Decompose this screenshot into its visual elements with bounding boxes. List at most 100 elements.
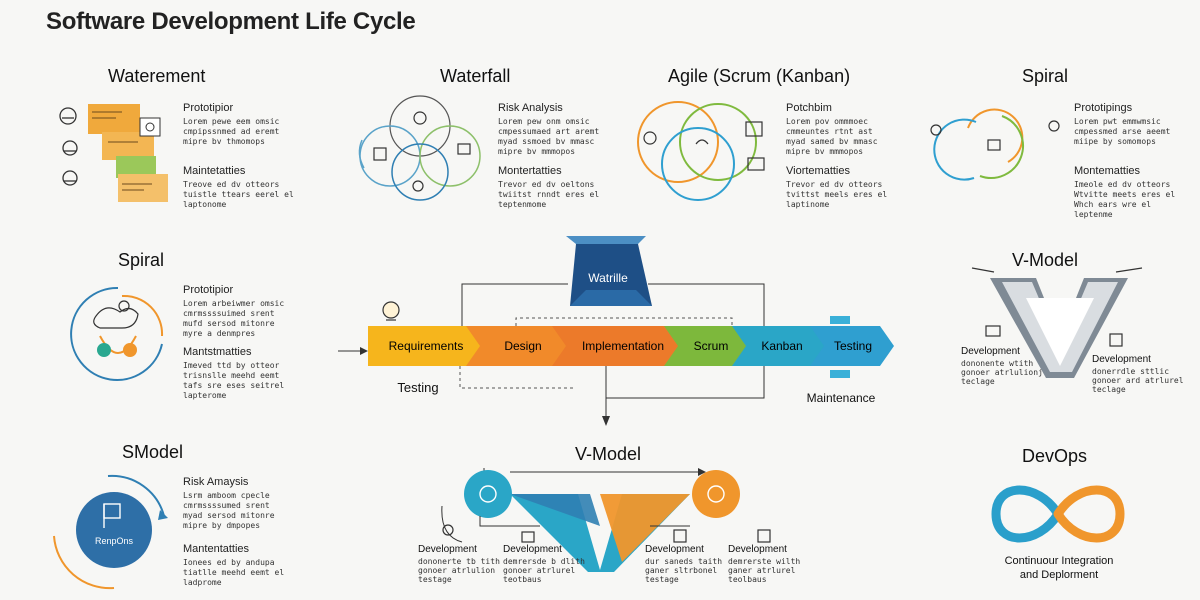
spiral-top-diagram (930, 108, 1060, 181)
user-icon (1048, 120, 1060, 132)
agile-cycle-diagram (637, 101, 765, 201)
waterement-illustration (59, 104, 168, 202)
spiral-top-block2-label: Montematties (1074, 165, 1141, 177)
magnifier-card-icon (139, 117, 161, 137)
chat-icon (985, 325, 1001, 337)
vmodel-left-circle (464, 470, 512, 518)
devops-caption: Continuour Integration and Deplorment (1004, 555, 1114, 581)
testing-flag-top (830, 316, 850, 324)
waterement-heading: Waterement (108, 66, 206, 86)
team-icon (412, 180, 424, 192)
vmodel-bottom-item-label: Development (645, 544, 704, 555)
vmodel-right-right-label: Development (1092, 354, 1151, 365)
stage-chevrons: Requirements Design Implementation Scrum Kan… (368, 326, 894, 366)
stage-chevron-scrum (664, 326, 756, 366)
gear-icon (479, 485, 497, 503)
flag-icon (103, 503, 121, 528)
spiral-mid-diagram (70, 286, 164, 381)
agile-block2-label: Viortematties (786, 165, 850, 177)
stage-label-design: Design (504, 339, 541, 353)
waterement-block1-label: Prototipior (183, 102, 234, 114)
waterement-block-1 (88, 104, 140, 134)
vmodel-bottom-heading: V-Model (575, 444, 642, 464)
vmodel-right-circle (692, 470, 740, 518)
cloud-icon (695, 139, 709, 145)
cloud-icon-2 (62, 140, 78, 156)
spiral-top-heading: Spiral (1022, 66, 1069, 86)
smodel-heading: SModel (122, 442, 184, 462)
vmodel-bottom-item-label: Development (418, 544, 477, 555)
smodel-circle (76, 492, 152, 568)
person-icon (643, 131, 657, 145)
sun-gear-icon (707, 485, 725, 503)
vmodel-right-heading: V-Model (1012, 250, 1079, 270)
cloud-gear-icon (93, 307, 139, 329)
stage-label-scrum: Scrum (694, 339, 729, 353)
stage-chevron-kanban (732, 326, 830, 366)
waterfall-block1-label: Risk Analysis (498, 102, 563, 114)
server-icon (757, 529, 771, 543)
below-left-label: Testing (397, 380, 438, 395)
stage-label-requirements: Requirements (389, 339, 464, 353)
board-icon (745, 121, 763, 137)
stage-label-testing: Testing (834, 339, 872, 353)
person-icon (373, 147, 387, 161)
agile-block1-label: Potchbim (786, 102, 832, 114)
person-icon (930, 124, 942, 136)
vmodel-bottom-diagram (441, 468, 771, 572)
waterement-block2-label: Maintetatties (183, 165, 246, 177)
phone-icon (673, 529, 687, 543)
stage-chevron-requirements (368, 326, 490, 366)
waterement-block-4 (118, 174, 168, 202)
waterfall-venn-diagram (358, 95, 481, 201)
smodel-badge-text: RenpOns (95, 536, 134, 546)
card-icon (747, 157, 765, 171)
monitor-icon (457, 143, 471, 155)
lightbulb-icon (382, 301, 400, 321)
stage-label-implementation: Implementation (582, 339, 664, 353)
waterement-block-2 (102, 132, 154, 160)
funnel-label: Watrille (588, 271, 628, 285)
below-right-label: Maintenance (807, 391, 876, 405)
testing-flag-bottom (830, 370, 850, 378)
pc-icon (521, 531, 535, 543)
waterement-block-3 (116, 156, 156, 178)
vmodel-right-diagram (971, 267, 1143, 378)
gear-icon (413, 111, 427, 125)
smodel-diagram: RenpOns (53, 474, 168, 590)
device-icon (1109, 333, 1123, 347)
stage-chevron-design (466, 326, 578, 366)
devops-heading: DevOps (1022, 446, 1088, 466)
funnel-cap (566, 236, 646, 244)
vmodel-bottom-item-label: Development (728, 544, 787, 555)
waterfall-block2-label: Montertatties (498, 165, 562, 177)
waterfall-heading: Waterfall (440, 66, 511, 86)
stage-chevron-implementation (552, 326, 692, 366)
spiral-mid-heading: Spiral (118, 250, 165, 270)
stage-label-kanban: Kanban (761, 339, 802, 353)
team-icon (442, 524, 454, 536)
spiral-mid-block1-label: Prototipior (183, 284, 234, 296)
cloud-icon-3 (62, 170, 78, 186)
smodel-block2-label: Mantentatties (183, 543, 250, 555)
target-icon (123, 343, 137, 357)
smodel-block1-label: Risk Amaysis (183, 476, 249, 488)
spiral-top-block1-label: Prototipings (1074, 102, 1133, 114)
vmodel-right-left-label: Development (961, 346, 1020, 357)
